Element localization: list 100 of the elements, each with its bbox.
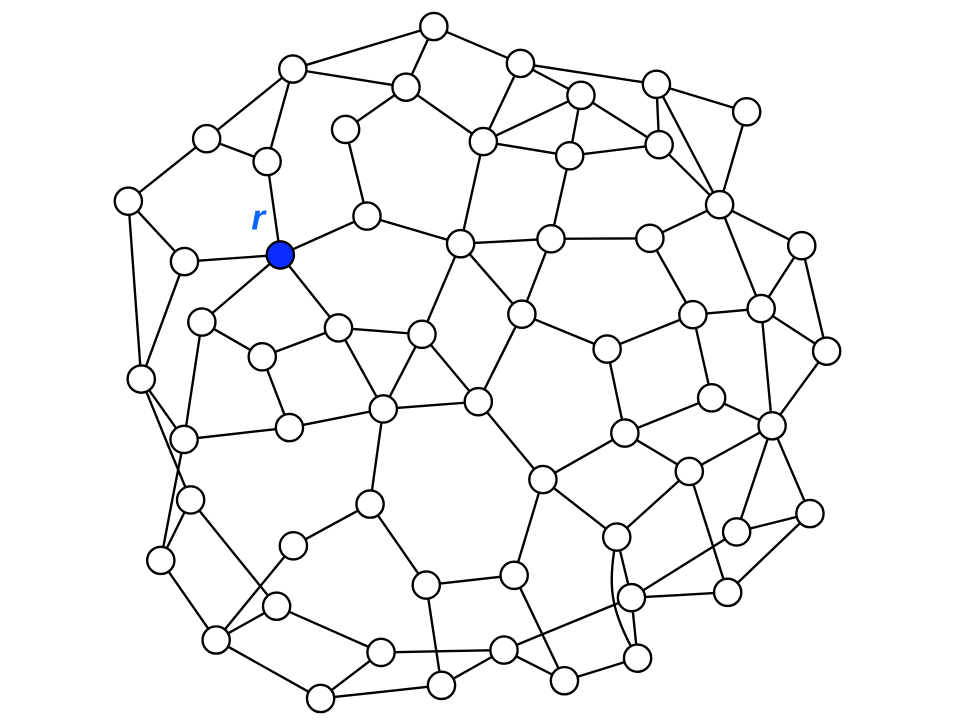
node-circle — [113, 186, 143, 216]
connector — [128, 215, 141, 366]
connector — [582, 145, 646, 156]
node-circle — [418, 12, 448, 42]
connector — [452, 656, 492, 680]
node-circle — [354, 489, 384, 519]
connector — [591, 102, 648, 138]
connector — [494, 100, 568, 137]
node-circle — [756, 410, 786, 441]
connector — [655, 250, 687, 304]
connector — [760, 322, 772, 412]
connector — [274, 332, 326, 353]
connector — [700, 432, 760, 466]
connector — [749, 516, 796, 530]
node-circle — [445, 228, 475, 259]
connector — [356, 94, 396, 122]
connector — [165, 512, 186, 549]
connector — [302, 410, 370, 426]
connector — [642, 538, 726, 592]
node-circle — [746, 294, 776, 324]
connector — [722, 124, 744, 192]
connector — [570, 108, 580, 142]
connector — [167, 571, 209, 630]
node-circle — [549, 666, 579, 696]
node-circle — [505, 48, 535, 78]
node-circle — [200, 625, 230, 655]
connector — [267, 175, 280, 242]
node-circle — [622, 643, 652, 673]
connector — [486, 411, 534, 470]
connector — [224, 556, 286, 630]
node-circle — [644, 130, 674, 160]
connector — [694, 328, 710, 385]
node-circle — [721, 517, 751, 547]
node-circle — [426, 670, 456, 700]
connector — [533, 64, 643, 84]
node-circle — [145, 546, 176, 576]
connector — [767, 256, 795, 298]
connector — [661, 210, 708, 234]
connector — [608, 362, 623, 420]
connector — [416, 94, 472, 134]
connector — [376, 514, 419, 574]
connector — [468, 253, 514, 305]
connector — [334, 686, 428, 698]
node-circle — [634, 224, 664, 254]
node-circle — [406, 320, 436, 350]
connector — [396, 402, 464, 410]
node-circle — [191, 124, 221, 154]
connector — [352, 328, 408, 334]
connector — [668, 154, 710, 196]
connector — [439, 576, 500, 585]
connector — [306, 70, 392, 86]
connector — [515, 655, 552, 676]
connector — [736, 522, 800, 584]
connector — [148, 390, 177, 429]
connector — [462, 154, 482, 231]
connector — [216, 77, 282, 131]
connector — [661, 96, 714, 194]
node-circle — [323, 313, 353, 343]
node-circle — [368, 394, 398, 424]
node-circle — [554, 141, 584, 171]
connector — [564, 237, 636, 240]
connector — [516, 492, 540, 562]
connector — [287, 264, 330, 318]
node-circle — [712, 578, 742, 608]
node-circle — [169, 246, 199, 276]
connector — [772, 315, 816, 345]
node-circle — [498, 560, 528, 590]
connector — [636, 439, 678, 466]
connector — [778, 361, 820, 416]
node-circle — [610, 418, 640, 448]
node-circle — [696, 383, 726, 413]
connector — [723, 217, 757, 296]
connector — [776, 438, 806, 502]
connector — [525, 252, 547, 302]
node-circle — [528, 464, 558, 494]
connector — [516, 602, 619, 646]
node-circle — [126, 364, 156, 394]
connector — [618, 318, 680, 346]
node-circle — [278, 54, 308, 84]
connector — [144, 392, 186, 488]
connector — [227, 646, 308, 693]
connector — [803, 259, 824, 338]
node-circle — [410, 570, 441, 600]
connector — [692, 484, 724, 580]
connector — [426, 598, 440, 672]
connector — [668, 87, 734, 109]
node-circle — [468, 126, 498, 156]
connector — [552, 169, 568, 226]
connector — [626, 480, 680, 529]
node-circle — [278, 531, 308, 561]
connector — [731, 210, 790, 240]
node-circle — [566, 80, 596, 110]
connector — [488, 76, 515, 130]
node-circle — [704, 190, 734, 220]
connector — [380, 218, 448, 241]
node-circle — [731, 96, 761, 127]
node-circle — [246, 342, 277, 372]
node-circle — [330, 114, 360, 144]
connector — [266, 369, 286, 416]
connector — [138, 146, 196, 194]
